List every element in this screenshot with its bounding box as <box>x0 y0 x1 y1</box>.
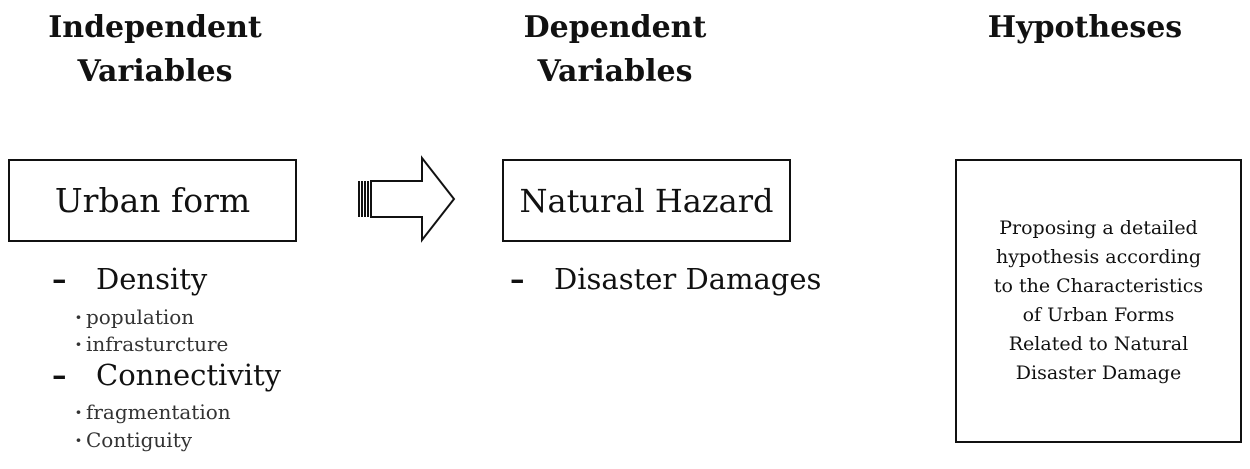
hypothesis-line: Disaster Damage <box>1015 362 1182 384</box>
dash-marker: – <box>52 358 67 392</box>
hypothesis-line: to the Characteristics <box>993 275 1204 297</box>
sub-item-label: infrasturcture <box>85 332 229 356</box>
hypothesis-line: hypothesis according <box>995 246 1202 268</box>
dash-marker: – <box>52 262 67 296</box>
hypothesis-text: Proposing a detailed hypothesis accordin… <box>994 214 1203 388</box>
sub-item-label: fragmentation <box>85 400 231 424</box>
natural-hazard-box: Natural Hazard <box>502 159 791 242</box>
sub-item-label: population <box>85 305 195 329</box>
urban-form-label: Urban form <box>54 181 251 220</box>
density-item: –Density <box>52 262 207 296</box>
heading-line: Variables <box>77 54 233 89</box>
bullet-dot: · <box>75 400 82 424</box>
sub-item-infrastructure: ·infrasturcture <box>75 332 228 356</box>
sub-item-population: ·population <box>75 305 194 329</box>
connectivity-item: –Connectivity <box>52 358 281 392</box>
dependent-variables-heading: Dependent Variables <box>500 6 730 94</box>
bullet-dot: · <box>75 332 82 356</box>
hypothesis-box: Proposing a detailed hypothesis accordin… <box>955 159 1242 443</box>
urban-form-box: Urban form <box>8 159 297 242</box>
independent-variables-heading: Independent Variables <box>40 6 270 94</box>
sub-item-label: Contiguity <box>85 428 193 452</box>
hypothesis-line: Related to Natural <box>1008 333 1189 355</box>
right-block-arrow-icon <box>358 155 456 243</box>
hypotheses-heading: Hypotheses <box>970 6 1200 50</box>
bullet-dot: · <box>75 428 82 452</box>
heading-line: Dependent <box>523 10 707 45</box>
dash-marker: – <box>510 262 525 296</box>
natural-hazard-label: Natural Hazard <box>519 181 774 220</box>
hypothesis-line: of Urban Forms <box>1022 304 1175 326</box>
heading-line: Hypotheses <box>987 10 1183 45</box>
sub-item-contiguity: ·Contiguity <box>75 428 192 452</box>
disaster-damages-label: Disaster Damages <box>554 262 822 296</box>
heading-line: Variables <box>537 54 693 89</box>
density-label: Density <box>96 262 208 296</box>
disaster-damages-item: –Disaster Damages <box>510 262 821 296</box>
connectivity-label: Connectivity <box>96 358 282 392</box>
heading-line: Independent <box>48 10 262 45</box>
sub-item-fragmentation: ·fragmentation <box>75 400 231 424</box>
bullet-dot: · <box>75 305 82 329</box>
hypothesis-line: Proposing a detailed <box>999 217 1198 239</box>
